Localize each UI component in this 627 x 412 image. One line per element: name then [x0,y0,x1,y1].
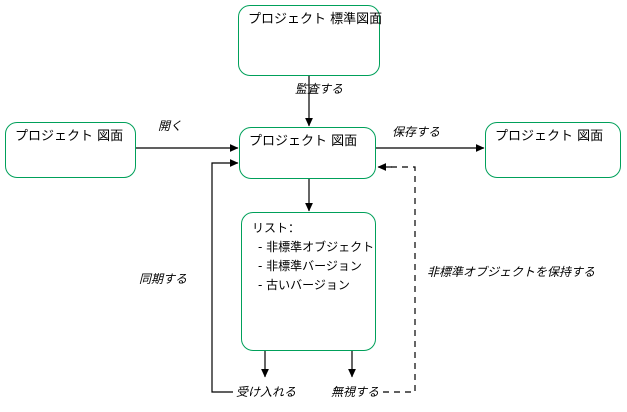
node-working-drawing[interactable]: プロジェクト 図面 [239,127,376,179]
list-item: - 非標準オブジェクト [258,240,375,254]
edge-label-open: 開く [158,119,183,133]
edge-label-sync: 同期する [139,272,188,286]
node-source-drawing-label: プロジェクト 図面 [15,129,124,144]
edge-label-keep-nonstandard: 非標準オブジェクトを保持する [427,265,596,279]
edge-label-audit: 監査する [295,82,344,96]
node-issue-list[interactable]: リスト： - 非標準オブジェクト - 非標準バージョン - 古いバージョン [241,212,376,351]
node-saved-drawing-label: プロジェクト 図面 [495,129,604,144]
issue-list-heading: リスト： [252,221,301,235]
node-working-drawing-label: プロジェクト 図面 [249,134,358,149]
connector-accept [211,159,269,393]
node-source-drawing[interactable]: プロジェクト 図面 [5,122,136,178]
connector-ignore [348,163,416,393]
edge-label-ignore: 無視する [331,385,380,399]
node-standard-drawing-label: プロジェクト 標準図面 [248,12,383,27]
node-saved-drawing[interactable]: プロジェクト 図面 [485,122,621,178]
edge-label-save: 保存する [392,125,441,139]
list-item: - 古いバージョン [258,278,350,292]
issue-list-body: リスト： - 非標準オブジェクト - 非標準バージョン - 古いバージョン [252,219,374,295]
list-item: - 非標準バージョン [258,259,362,273]
node-standard-drawing[interactable]: プロジェクト 標準図面 [238,5,383,76]
edge-label-accept: 受け入れる [236,385,297,399]
